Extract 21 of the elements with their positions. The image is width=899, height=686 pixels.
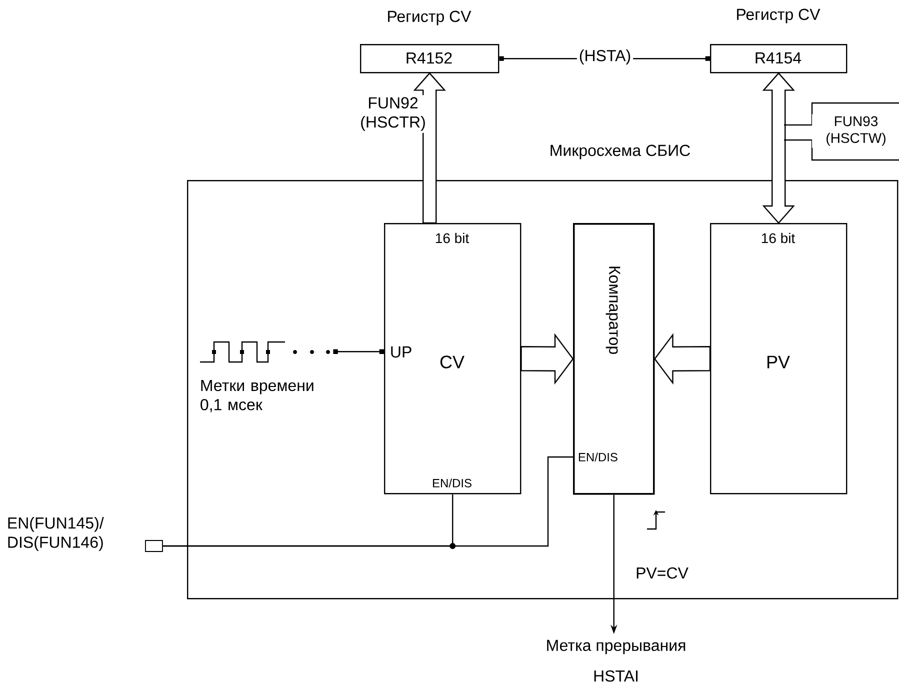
edge-label: FUN93 (HSCTW) [812, 114, 899, 148]
counter-block: 16 bit UP CV EN/DIS [384, 223, 522, 494]
edge-label: FUN92 (HSCTR) [351, 95, 435, 133]
node-label: Микросхема СБИС [550, 144, 690, 160]
block-arrow [520, 333, 574, 385]
register-caption: Регистр CV [737, 8, 820, 24]
connector [333, 349, 384, 354]
comparator-block: Компаратор EN/DIS [573, 223, 655, 495]
block-arrow [762, 72, 795, 224]
block-arrow [654, 333, 711, 385]
register-caption: Регистр CV [388, 10, 472, 26]
edge-label: (HSTA) [576, 48, 634, 66]
register-box: R4152 [360, 44, 500, 74]
node-label: EN(FUN145)/ DIS(FUN146) [8, 516, 104, 552]
pulse-caption: Метки времени 0,1 мсек [200, 380, 314, 412]
preset-block: 16 bit PV [710, 223, 848, 494]
output-label: Метка прерывания HSTAI [547, 640, 686, 682]
input-terminal: EN(FUN145)/ DIS(FUN146) [8, 516, 163, 552]
edge-label: PV=CV [634, 565, 690, 581]
connector [162, 456, 573, 547]
register-box: R4154 [710, 44, 848, 74]
